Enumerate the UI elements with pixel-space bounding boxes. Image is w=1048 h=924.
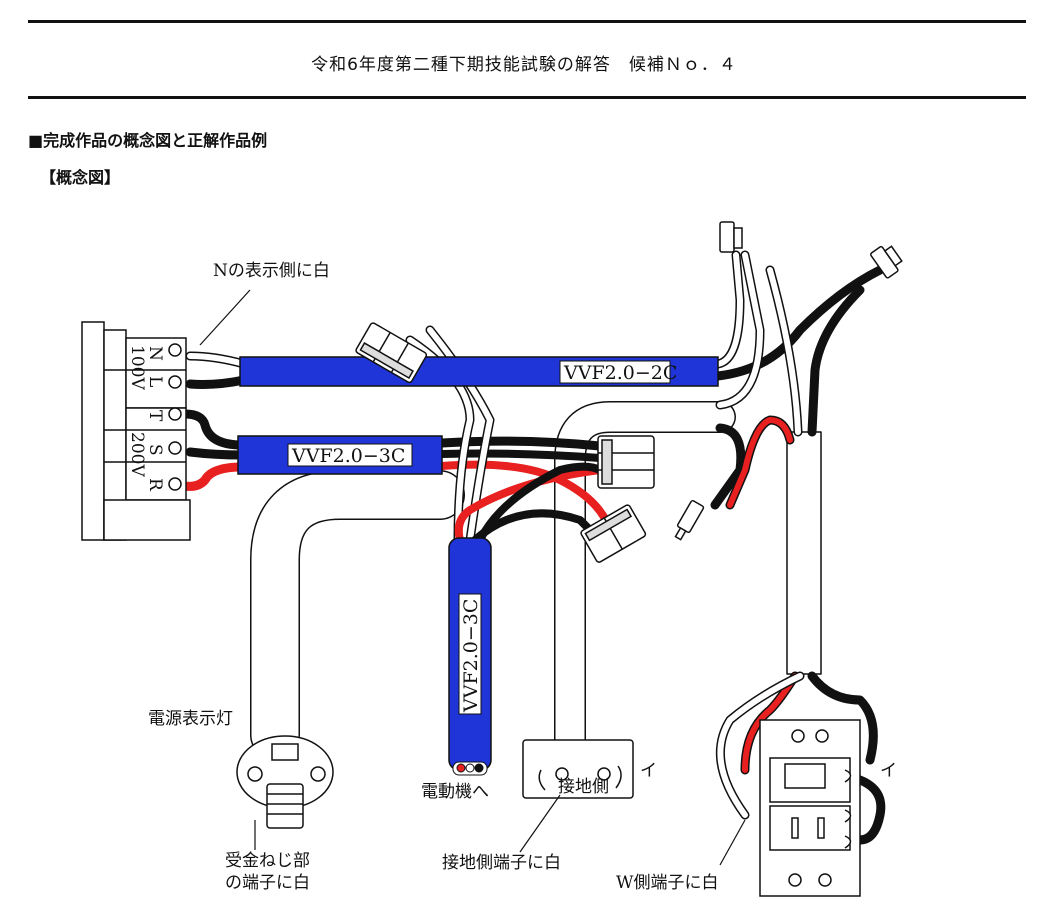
label-w-terminal: W側端子に白 xyxy=(616,873,718,893)
switch-plate xyxy=(759,719,861,897)
outlet-ground-mark: 接地側 xyxy=(558,777,609,797)
vvf-2c-label-bg xyxy=(559,360,671,384)
label-i-receptacle: イ xyxy=(640,761,657,781)
vvf-3c-label: VVF2.0−3C xyxy=(291,445,405,467)
vvf-end-cores xyxy=(452,761,488,776)
label-n-side: Nの表示側に白 xyxy=(213,261,330,281)
label-i-switch: イ xyxy=(880,761,897,781)
terminal-block xyxy=(81,321,191,541)
label-ground-terminal: 接地側端子に白 xyxy=(442,853,561,873)
pointer-lines xyxy=(199,289,746,866)
title-rule xyxy=(28,96,1026,99)
ring-terminal-top-left xyxy=(719,221,743,253)
vvf-3c-label-bg xyxy=(287,443,413,467)
connector-upper xyxy=(355,322,428,384)
terminal-t: T xyxy=(145,410,165,422)
vvf-3c-vertical-label-bg xyxy=(458,593,482,715)
section-heading: ■完成作品の概念図と正解作品例 xyxy=(28,131,268,150)
connector-lower xyxy=(580,504,647,563)
vvf-2c-label: VVF2.0−2C xyxy=(563,362,677,384)
terminal-s: S xyxy=(145,444,165,456)
terminal-r: R xyxy=(145,478,165,492)
label-lamp-terminal-2: の端子に白 xyxy=(225,873,310,893)
outlet xyxy=(522,739,634,799)
label-motor: 電動機へ xyxy=(421,782,489,802)
terminal-100v-label: 100V xyxy=(127,345,147,390)
vvf-3c-vertical-label: VVF2.0−3C xyxy=(460,599,482,713)
terminal-l: L xyxy=(145,376,165,387)
terminal-200v-label: 200V xyxy=(127,432,147,477)
ring-terminal-mid xyxy=(674,499,705,541)
switch-cable xyxy=(786,431,822,675)
label-lamp: 電源表示灯 xyxy=(148,709,233,729)
subsection-heading: 【概念図】 xyxy=(40,168,121,187)
lamp-receptacle xyxy=(236,735,334,829)
terminal-n: N xyxy=(145,346,165,361)
connector-middle xyxy=(597,435,655,489)
top-rule xyxy=(28,20,1026,23)
page-title: 令和6年度第二種下期技能試験の解答 候補Ｎｏ．４ xyxy=(311,55,737,75)
label-lamp-terminal-1: 受金ねじ部 xyxy=(225,851,310,871)
ring-terminal-top-right xyxy=(870,245,903,279)
